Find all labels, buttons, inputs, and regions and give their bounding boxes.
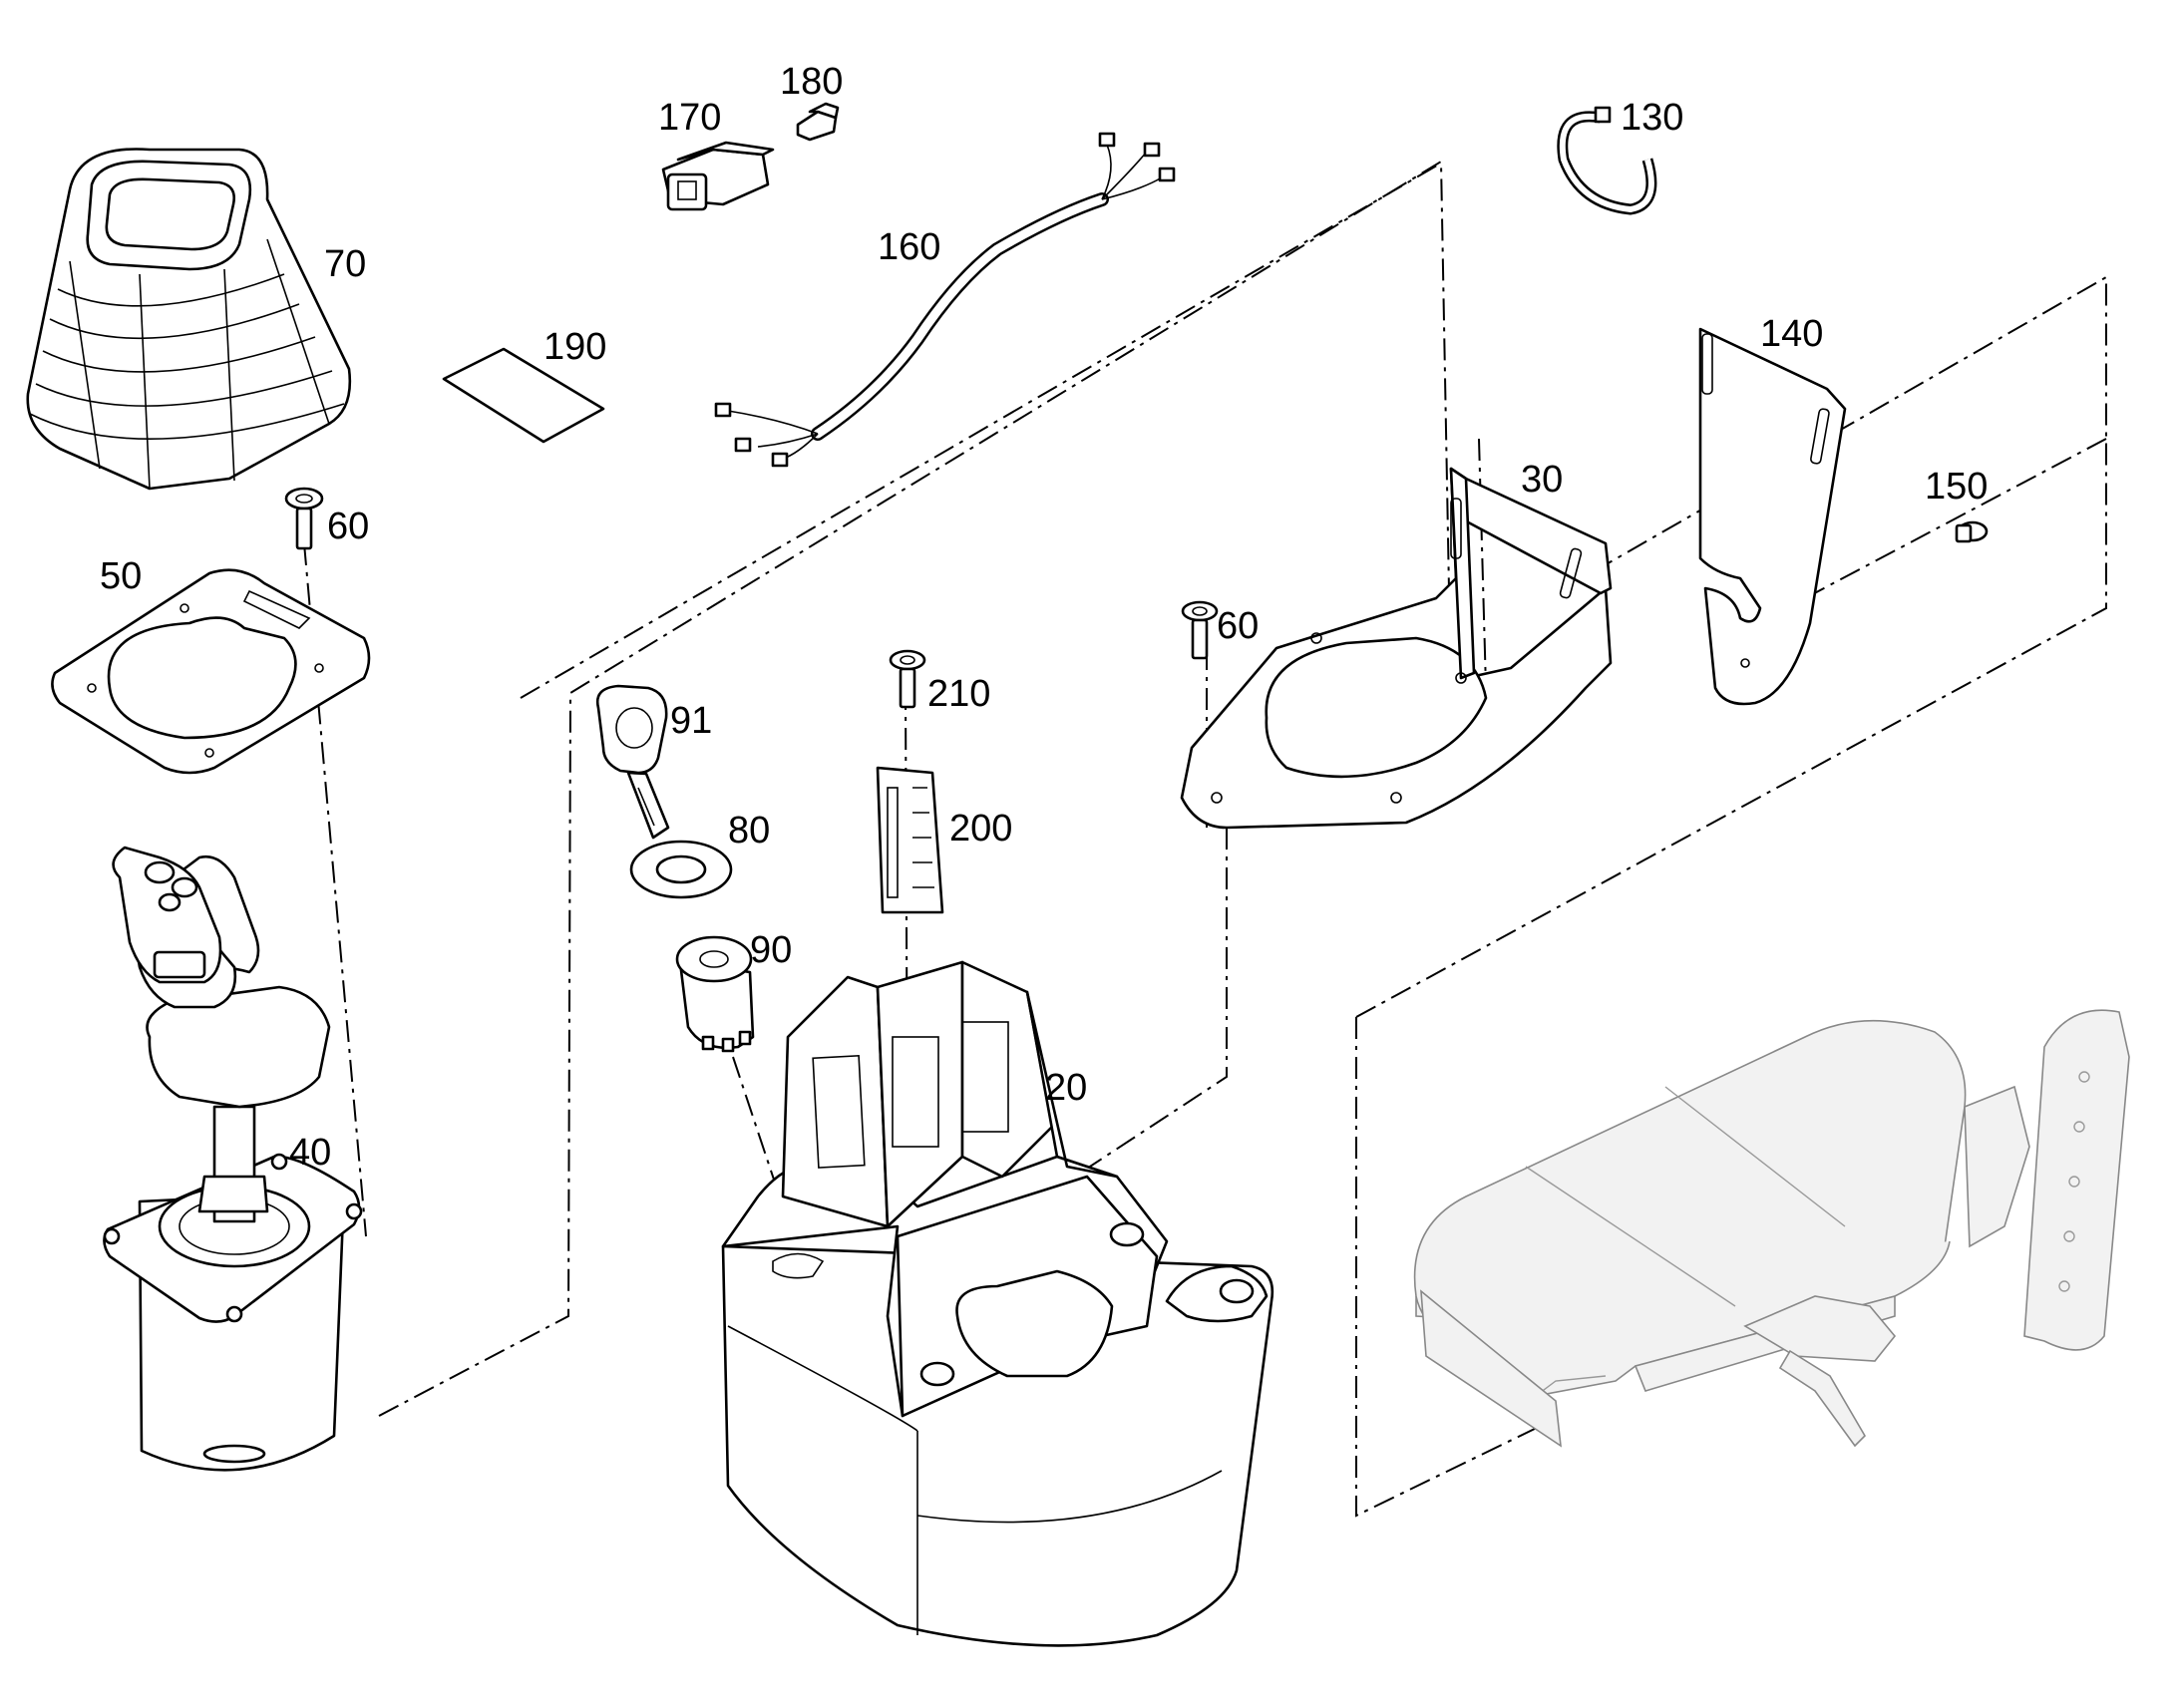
side-plate-part (1698, 327, 1847, 706)
ignition-switch-part (675, 935, 755, 1053)
operator-seat-reference (1413, 1009, 2130, 1448)
label-20: 20 (1045, 1067, 1087, 1109)
connector-part (661, 141, 775, 211)
label-180: 180 (780, 61, 843, 103)
label-200: 200 (949, 808, 1012, 850)
part-labels: 70 190 170 180 160 130 140 150 30 60 60 … (100, 61, 1988, 1174)
plug-part (796, 102, 840, 142)
clamp-ring-part (1557, 106, 1657, 215)
label-91: 91 (670, 700, 712, 742)
bolt-part (1955, 520, 1989, 543)
console-housing-part (721, 960, 1274, 1647)
gasket-plate-part (51, 568, 371, 775)
label-60-right: 60 (1217, 605, 1259, 647)
label-80: 80 (728, 810, 770, 852)
washer-part (629, 840, 733, 899)
label-130: 130 (1621, 97, 1683, 139)
label-140: 140 (1760, 313, 1823, 355)
screw-left-part (284, 487, 324, 550)
rubber-boot-part (26, 148, 352, 491)
label-card-part (442, 347, 605, 444)
wiring-harness-part (714, 132, 1176, 468)
screw-middle-part (889, 649, 926, 709)
label-50: 50 (100, 555, 142, 597)
label-70: 70 (324, 243, 366, 285)
mounting-bracket-part (1180, 467, 1613, 830)
label-30: 30 (1521, 459, 1563, 501)
label-190: 190 (544, 326, 606, 368)
screw-right-part (1181, 600, 1219, 660)
joystick-part (103, 846, 363, 1472)
label-160: 160 (878, 226, 940, 268)
label-60-left: 60 (327, 506, 369, 547)
label-40: 40 (289, 1132, 331, 1174)
label-150: 150 (1925, 466, 1988, 508)
label-170: 170 (658, 97, 721, 139)
key-part (595, 684, 670, 840)
label-90: 90 (750, 929, 792, 971)
label-210: 210 (927, 673, 990, 715)
switch-panel-part (876, 766, 944, 914)
assembly-leader-lines (303, 160, 2107, 1518)
